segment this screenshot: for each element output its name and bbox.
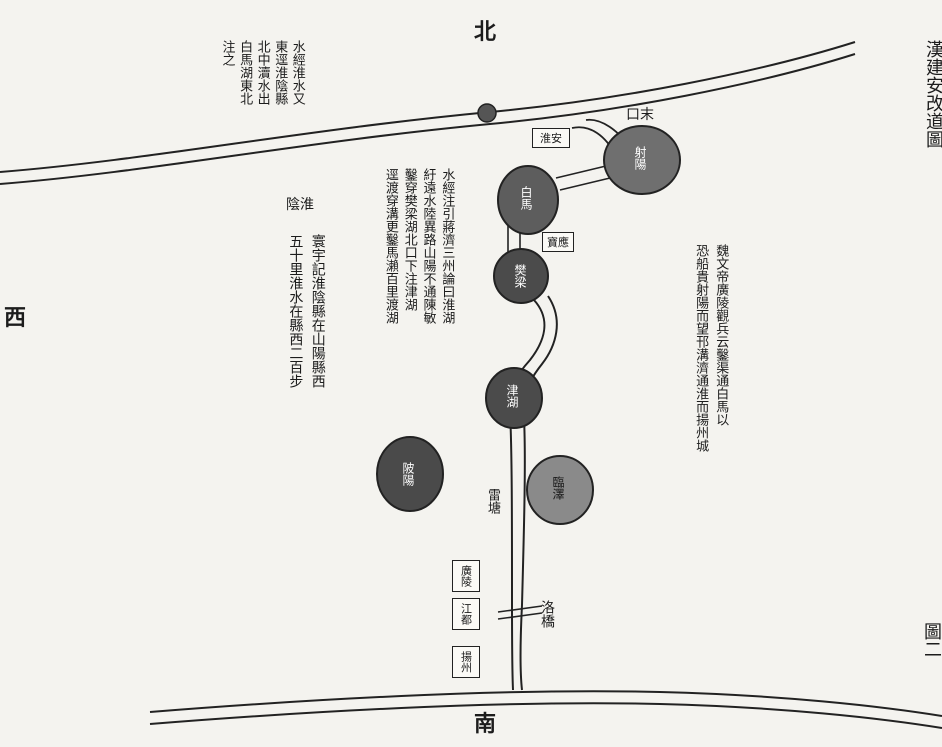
canal-west-bank — [508, 299, 546, 691]
lake-sheyang — [603, 125, 681, 195]
west-label: 西 — [4, 305, 27, 331]
lake-baima — [497, 165, 559, 235]
north-junction — [477, 103, 497, 123]
box-jiangdu: 江都 — [452, 598, 480, 630]
lake-fanliang — [493, 248, 549, 304]
label-luoqiao: 洛橋 — [539, 600, 555, 628]
note-right: 魏文帝廣陵觀兵云鑿渠通白馬以 恐船貴射陽而望邗溝濟通淮而揚州城 — [693, 244, 729, 452]
lake-biyang — [376, 436, 444, 512]
lake-jinhu — [485, 367, 543, 429]
lake-label-fanliang: 樊梁 — [513, 264, 527, 288]
label-leitang: 雷塘 — [485, 488, 500, 514]
huai-river-lower-bank — [0, 53, 856, 185]
south-river-lower-bank — [149, 702, 942, 729]
box-huaian: 淮安 — [532, 128, 570, 148]
south-label: 南 — [474, 711, 497, 737]
lake-label-biyang: 陂陽 — [401, 462, 415, 486]
box-jiangling: 揚州 — [452, 646, 480, 678]
note-shuijing-topleft: 水經淮水又 東逕淮陰縣 北中瀆水出 白馬湖東北 注之 — [219, 40, 305, 105]
map-title: 漢建安改道圖 — [923, 40, 942, 148]
label-mokou: 口末 — [626, 107, 654, 123]
label-yinling: 陰淮 — [286, 197, 314, 213]
huai-river-upper-bank — [0, 41, 856, 173]
lake-label-linze: 臨澤 — [551, 476, 565, 500]
figure-label: 圖二 — [921, 622, 942, 658]
south-river-upper-bank — [149, 690, 942, 717]
lake-label-jinhu: 津湖 — [505, 384, 519, 408]
box-baoying: 寶應 — [542, 232, 574, 252]
note-shuijing-center: 水經注引蔣濟三州論曰淮湖 紆遠水陸異路山陽不通陳敏 鑿穿樊梁湖北口下注津湖 逕渡… — [382, 168, 455, 324]
lake-label-sheyang: 射陽 — [633, 146, 647, 170]
note-huanyu: 寰宇記淮陰縣在山陽縣西 五十里淮水在縣西二百步 — [287, 234, 326, 388]
north-label: 北 — [474, 19, 497, 45]
lake-label-baima: 白馬 — [519, 186, 533, 210]
box-guangling: 廣陵 — [452, 560, 480, 592]
canal-east-bank — [519, 295, 558, 691]
lake-linze — [526, 455, 594, 525]
